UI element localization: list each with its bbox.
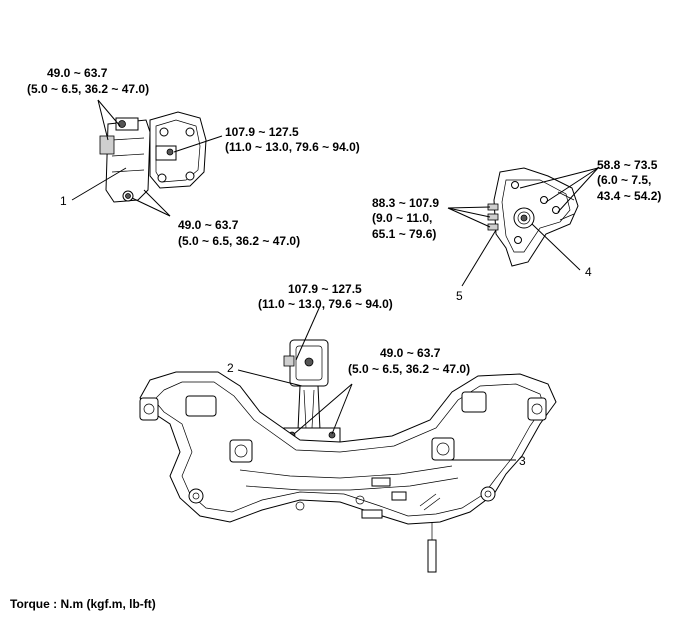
torque-conversion: (11.0 ~ 13.0, 79.6 ~ 94.0) (225, 140, 360, 154)
part-number-5: 5 (456, 289, 463, 303)
torque-spec-mount1-top: 49.0 ~ 63.7 (5.0 ~ 6.5, 36.2 ~ 47.0) (27, 66, 149, 96)
torque-value: 88.3 ~ 107.9 (372, 196, 439, 210)
torque-conversion-lbft: 65.1 ~ 79.6) (372, 227, 436, 241)
torque-spec-rod-bottom: 49.0 ~ 63.7 (5.0 ~ 6.5, 36.2 ~ 47.0) (348, 346, 470, 376)
torque-spec-mount4-right: 58.8 ~ 73.5 (6.0 ~ 7.5, 43.4 ~ 54.2) (597, 158, 661, 203)
transaxle-mount-bracket-4 (487, 167, 579, 267)
torque-conversion-lbft: 43.4 ~ 54.2) (597, 189, 661, 203)
torque-conversion: (5.0 ~ 6.5, 36.2 ~ 47.0) (27, 82, 149, 96)
torque-spec-mount1-side: 107.9 ~ 127.5 (11.0 ~ 13.0, 79.6 ~ 94.0) (225, 125, 360, 154)
part-number-4: 4 (585, 265, 592, 279)
torque-spec-mount1-bottom: 49.0 ~ 63.7 (5.0 ~ 6.5, 36.2 ~ 47.0) (178, 218, 300, 248)
torque-conversion: (5.0 ~ 6.5, 36.2 ~ 47.0) (178, 234, 300, 248)
torque-units-note: Torque : N.m (kgf.m, lb-ft) (10, 597, 156, 611)
torque-value: 49.0 ~ 63.7 (47, 66, 108, 80)
torque-conversion: (11.0 ~ 13.0, 79.6 ~ 94.0) (258, 297, 393, 311)
leader-lines (71, 99, 599, 461)
torque-value: 107.9 ~ 127.5 (225, 125, 299, 139)
part-number-3: 3 (519, 454, 526, 468)
torque-spec-mount4-left: 88.3 ~ 107.9 (9.0 ~ 11.0, 65.1 ~ 79.6) (372, 196, 439, 241)
part-number-1: 1 (60, 194, 67, 208)
torque-value: 107.9 ~ 127.5 (288, 282, 362, 296)
torque-value: 49.0 ~ 63.7 (178, 218, 239, 232)
engine-mount-bracket-1 (99, 111, 207, 203)
torque-conversion: (6.0 ~ 7.5, (597, 173, 651, 187)
torque-value: 58.8 ~ 73.5 (597, 158, 658, 172)
torque-spec-rod-top: 107.9 ~ 127.5 (11.0 ~ 13.0, 79.6 ~ 94.0) (258, 282, 393, 311)
torque-conversion: (5.0 ~ 6.5, 36.2 ~ 47.0) (348, 362, 470, 376)
sub-frame-3 (139, 371, 557, 573)
torque-value: 49.0 ~ 63.7 (380, 346, 441, 360)
part-number-2: 2 (227, 361, 234, 375)
torque-conversion: (9.0 ~ 11.0, (372, 211, 432, 225)
